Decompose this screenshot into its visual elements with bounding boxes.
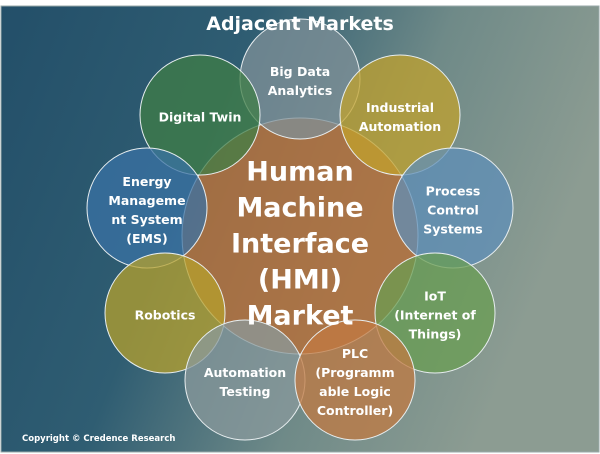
label-ems: nt System	[111, 212, 182, 227]
circle-robotics	[104, 252, 226, 374]
center-label: Interface	[231, 229, 369, 260]
circle-iot	[374, 252, 496, 374]
label-process-control: Process	[426, 184, 481, 199]
label-big-data: Analytics	[268, 83, 333, 98]
center-label: Human	[246, 157, 353, 188]
label-industrial-automation: Industrial	[366, 100, 434, 115]
circle-plc	[294, 319, 416, 441]
center-label: (HMI)	[258, 265, 342, 296]
label-ems: Manageme	[108, 193, 185, 208]
label-iot: IoT	[424, 289, 446, 304]
label-automation-testing: Testing	[220, 384, 271, 399]
label-ems: (EMS)	[126, 231, 167, 246]
label-plc: PLC	[342, 346, 368, 361]
label-plc: Controller)	[317, 403, 393, 418]
label-iot: Things)	[409, 327, 462, 342]
label-ems: Energy	[122, 174, 171, 189]
circle-digital-twin	[139, 54, 261, 176]
copyright-text: Copyright © Credence Research	[22, 434, 175, 444]
label-process-control: Control	[427, 203, 479, 218]
center-label: Machine	[236, 193, 363, 224]
label-plc: able Logic	[319, 384, 391, 399]
center-label: Market	[247, 301, 354, 332]
label-iot: (Internet of	[394, 308, 476, 323]
label-plc: (Programm	[315, 365, 394, 380]
label-process-control: Systems	[423, 222, 483, 237]
diagram-title: Adjacent Markets	[206, 13, 394, 35]
label-automation-testing: Automation	[204, 365, 286, 380]
label-industrial-automation: Automation	[359, 119, 441, 134]
circle-industrial-automation	[339, 54, 461, 176]
label-digital-twin: Digital Twin	[159, 110, 242, 125]
label-robotics: Robotics	[135, 308, 196, 323]
label-big-data: Big Data	[270, 64, 330, 79]
